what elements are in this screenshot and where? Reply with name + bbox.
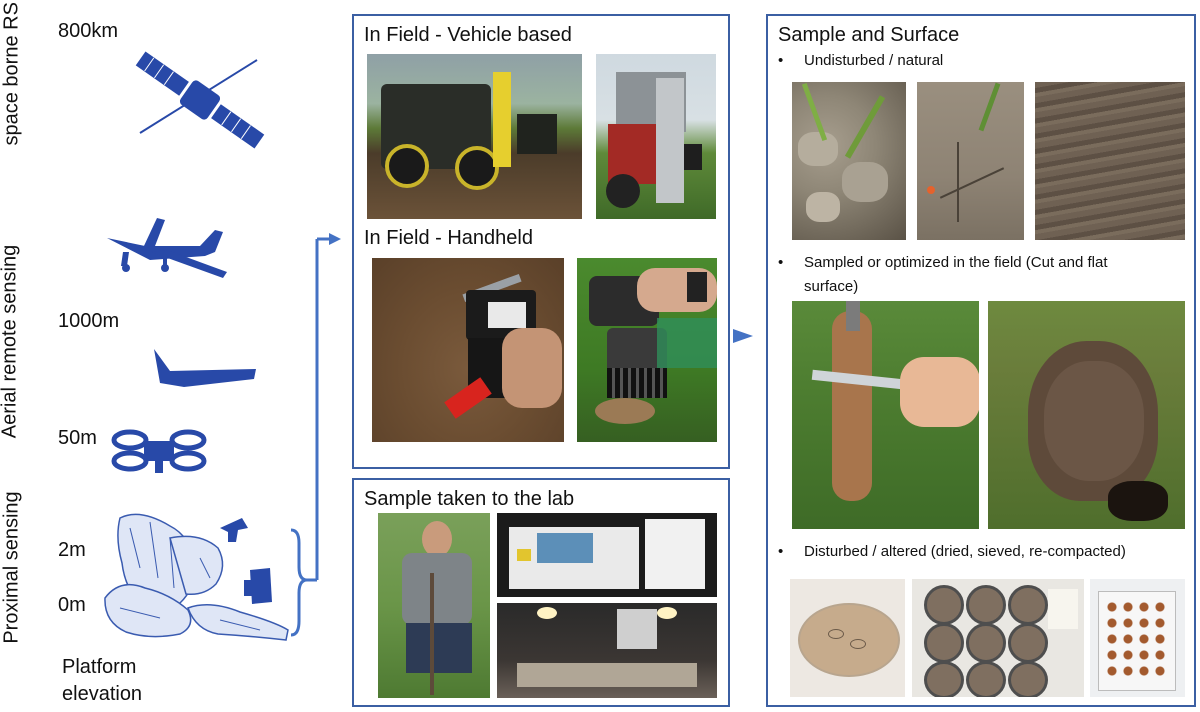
space-borne-label: space borne RS (0, 2, 23, 146)
lab-photo-bench (497, 603, 717, 698)
vehicle-based-title: In Field - Vehicle based (364, 24, 572, 46)
bullet-disturbed: • Disturbed / altered (dried, sieved, re-… (778, 543, 1126, 560)
elevation-0m: 0m (58, 594, 86, 616)
disturbed-photo-sample-rings (912, 579, 1084, 697)
bullet-sampled-text: Sampled or optimized in the field (Cut a… (804, 254, 1108, 271)
elevation-1000m: 1000m (58, 310, 120, 332)
handheld-title: In Field - Handheld (364, 227, 533, 249)
bullet-dot: • (778, 543, 784, 560)
sampled-photo-flat-surface (988, 301, 1185, 529)
platform-label: Platform (62, 656, 137, 678)
soil-surface-sketch (104, 513, 289, 641)
quadcopter-drone-icon (111, 429, 207, 473)
elevation-2m: 2m (58, 539, 86, 561)
bullet-sampled: • Sampled or optimized in the field (Cut … (778, 254, 1108, 271)
vehicle-photo-tractor (596, 54, 716, 219)
elevation-label: elevation (62, 683, 143, 705)
bullet-undisturbed-text: Undisturbed / natural (804, 52, 944, 69)
disturbed-photo-well-plate (1090, 579, 1185, 697)
vehicle-photo-utility (367, 54, 582, 219)
handheld-photo-sensor-grass (577, 258, 717, 442)
disturbed-photo-petri-dish (790, 579, 905, 697)
sampled-photo-core-cut (792, 301, 979, 529)
undisturbed-photo-clods (792, 82, 906, 240)
satellite-icon (135, 51, 265, 149)
elevation-50m: 50m (58, 427, 97, 449)
elevation-800km: 800km (58, 20, 119, 42)
bullet-undisturbed: • Undisturbed / natural (778, 52, 943, 69)
fixed-wing-drone-icon (154, 349, 256, 387)
bullet-disturbed-text: Disturbed / altered (dried, sieved, re-c… (804, 543, 1126, 560)
handheld-photo-sensor-soil (372, 258, 564, 442)
flow-connector (290, 233, 753, 637)
bullet-dot: • (778, 254, 784, 271)
airplane-icon (107, 218, 227, 278)
undisturbed-photo-cracked (917, 82, 1024, 240)
undisturbed-photo-tilled (1035, 82, 1185, 240)
lab-title: Sample taken to the lab (364, 488, 575, 510)
proximal-sensing-label: Proximal sensing (0, 491, 23, 644)
bullet-dot: • (778, 52, 784, 69)
bullet-sampled-continued: surface) (804, 278, 859, 295)
lab-photo-spectrometer (497, 513, 717, 597)
lab-photo-person-sampling (378, 513, 490, 698)
sample-surface-title: Sample and Surface (778, 24, 960, 46)
aerial-remote-sensing-label: Aerial remote sensing (0, 244, 21, 439)
